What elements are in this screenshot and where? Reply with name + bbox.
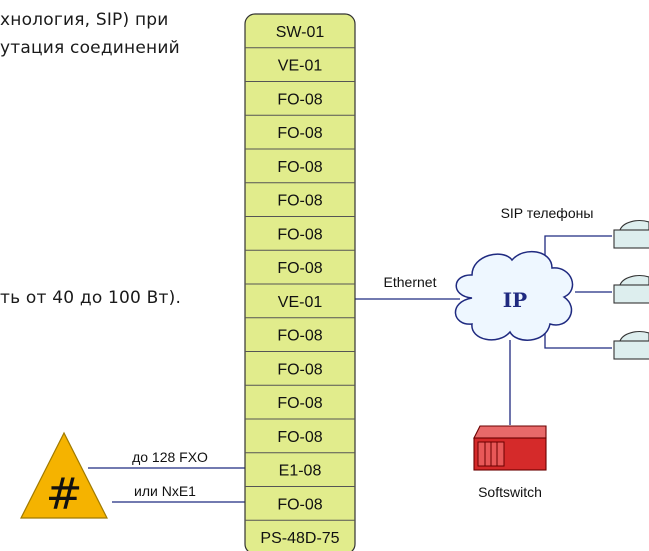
chassis-module-label: FO-08: [277, 260, 322, 277]
chassis-module-label: PS-48D-75: [260, 530, 339, 547]
ethernet-label: Ethernet: [384, 274, 437, 290]
pbx-hash-icon: #: [46, 469, 83, 520]
chassis-module-label: FO-08: [277, 91, 322, 108]
body-text-line-2: утация соединений: [0, 38, 180, 58]
chassis-module-label: E1-08: [279, 463, 322, 480]
chassis-modules: SW-01VE-01FO-08FO-08FO-08FO-08FO-08FO-08…: [245, 24, 355, 547]
sip-phone-icon: [613, 275, 649, 304]
sip-phone-icon: [613, 331, 649, 360]
ip-cloud-label: IP: [503, 288, 527, 312]
softswitch-label: Softswitch: [478, 484, 542, 500]
chassis-module-label: FO-08: [277, 125, 322, 142]
chassis-module-label: VE-01: [278, 58, 323, 75]
chassis-module-label: FO-08: [277, 429, 322, 446]
chassis-module-label: FO-08: [277, 361, 322, 378]
fxo-link-label: до 128 FXO: [132, 449, 208, 465]
chassis-module-label: VE-01: [278, 294, 323, 311]
sip-phone-icon: [613, 220, 649, 249]
chassis-module-label: FO-08: [277, 226, 322, 243]
sip-phones-label: SIP телефоны: [501, 205, 594, 221]
chassis-module-label: SW-01: [276, 24, 325, 41]
pbx-triangle: [20, 431, 108, 519]
body-text-line-3: ть от 40 до 100 Вт).: [0, 288, 182, 308]
chassis-module-label: FO-08: [277, 193, 322, 210]
chassis-module-label: FO-08: [277, 395, 322, 412]
softswitch-icon: [473, 425, 547, 471]
e1-link-label: или NxE1: [134, 483, 196, 499]
chassis-module-label: FO-08: [277, 159, 322, 176]
chassis-module-label: FO-08: [277, 328, 322, 345]
ip-cloud: [454, 250, 574, 341]
body-text-line-1: хнология, SIP) при: [0, 10, 169, 30]
chassis-module-label: FO-08: [277, 496, 322, 513]
